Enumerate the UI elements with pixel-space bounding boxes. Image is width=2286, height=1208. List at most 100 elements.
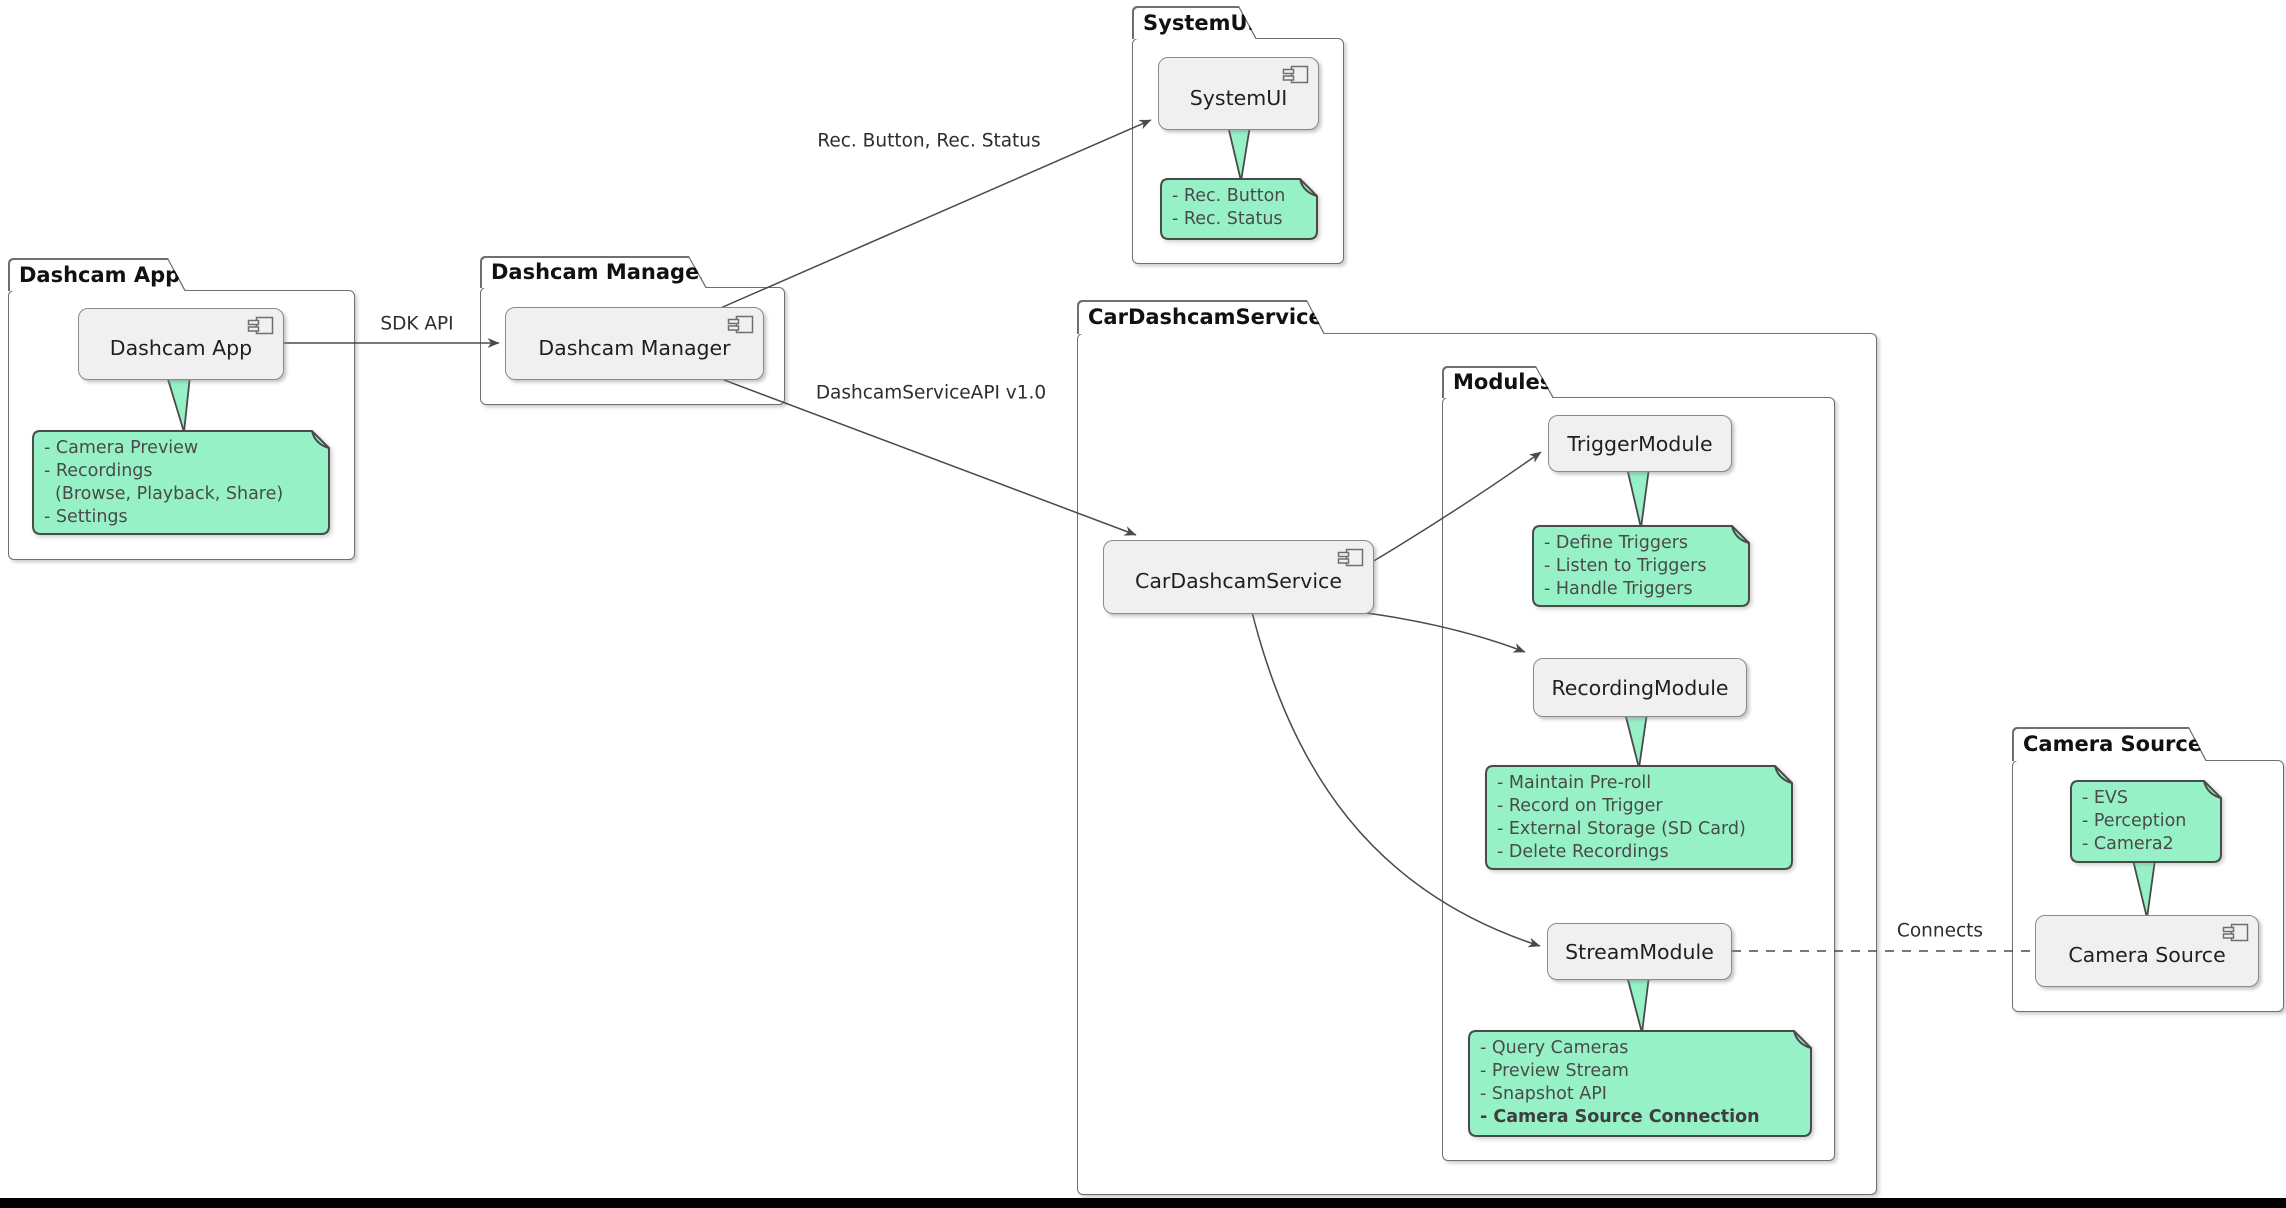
package-tab-systemui: SystemUI [1132, 6, 1257, 39]
component-trigger-module: TriggerModule [1548, 415, 1732, 472]
component-label: CarDashcamService [1135, 569, 1342, 593]
note-line: - Define Triggers [1544, 533, 1689, 553]
component-car-dashcam-service: CarDashcamService [1103, 540, 1374, 614]
note-line: - Query Cameras [1480, 1038, 1629, 1058]
package-title-dashcam-manager: Dashcam Manager [491, 260, 710, 284]
note-shape [1468, 1030, 1812, 1137]
note-stream-module: - Query Cameras - Preview Stream - Snaps… [1468, 1030, 1812, 1137]
note-line: - Handle Triggers [1544, 579, 1693, 599]
component-dashcam-manager: Dashcam Manager [505, 307, 764, 380]
package-tab-fill [1444, 368, 1553, 399]
note-shape [2070, 780, 2222, 863]
note-fold-icon [1793, 1030, 1812, 1049]
note-camera-source: - EVS - Perception - Camera2 [2070, 780, 2222, 863]
package-tab-fill [2014, 729, 2206, 762]
package-title-modules: Modules [1453, 370, 1553, 394]
note-line: - Perception [2082, 811, 2187, 831]
note-fold-icon [1299, 178, 1318, 197]
package-tab-fill [1079, 302, 1324, 335]
edge-label-sdk-api: SDK API [380, 313, 454, 335]
package-tab-dashcam-app: Dashcam App [8, 258, 186, 291]
component-stream-module: StreamModule [1547, 923, 1732, 980]
note-line: - EVS [2082, 788, 2129, 808]
arrow-manager-to-service [723, 379, 1137, 536]
component-recording-module: RecordingModule [1533, 658, 1747, 717]
component-systemui: SystemUI [1158, 57, 1319, 130]
component-label: TriggerModule [1567, 431, 1713, 456]
component-icon [2222, 923, 2249, 942]
note-line: - Snapshot API [1480, 1084, 1607, 1104]
note-fold-icon [311, 430, 330, 449]
note-text: - Define Triggers - Listen to Triggers -… [1532, 525, 1750, 607]
note-fold-icon [2203, 780, 2222, 799]
package-tab-car-dashcam-service: CarDashcamService [1077, 300, 1325, 334]
component-dashcam-app: Dashcam App [78, 308, 284, 380]
note-line: - Record on Trigger [1497, 796, 1663, 816]
component-label: RecordingModule [1551, 675, 1729, 700]
note-line: - Listen to Triggers [1544, 556, 1707, 576]
package-title-car-dashcam-service: CarDashcamService [1088, 305, 1323, 329]
component-icon [247, 316, 274, 335]
note-line-bold: - Camera Source Connection [1480, 1107, 1760, 1127]
package-tab-fill [482, 258, 706, 289]
component-label: SystemUI [1189, 85, 1288, 110]
component-label: StreamModule [1565, 939, 1714, 964]
edge-label-rec-button-status: Rec. Button, Rec. Status [817, 130, 1041, 152]
note-line: - Recordings [44, 461, 153, 481]
connectors [282, 119, 2033, 952]
note-line: (Browse, Playback, Share) [55, 484, 284, 504]
note-line: - Camera2 [2082, 834, 2174, 854]
note-tail-recording-module [1623, 712, 1649, 769]
package-tab-dashcam-manager: Dashcam Manager [480, 256, 707, 288]
note-line: - Rec. Status [1172, 209, 1283, 229]
note-line: - Delete Recordings [1497, 842, 1669, 862]
component-label: Dashcam App [109, 336, 253, 360]
note-tail-systemui [1226, 125, 1252, 182]
note-shape [1485, 765, 1793, 870]
note-shape [1160, 178, 1318, 240]
note-text: - Query Cameras - Preview Stream - Snaps… [1468, 1030, 1812, 1137]
component-label: Camera Source [2068, 943, 2226, 967]
edge-label-dashcam-service-api: DashcamServiceAPI v1.0 [815, 382, 1047, 404]
note-tail-dashcam-app [165, 375, 192, 433]
bottom-bar [0, 1198, 2286, 1208]
edge-label-connects: Connects [1896, 920, 1984, 942]
package-tab-fill [10, 260, 185, 292]
arrow-manager-to-systemui [715, 119, 1152, 311]
note-text: - Rec. Button - Rec. Status [1160, 178, 1318, 240]
package-tab-camera-source: Camera Source [2012, 727, 2207, 761]
note-line: - Camera Preview [44, 438, 199, 458]
package-title-dashcam-app: Dashcam App [19, 262, 181, 287]
package-tab-fill [1134, 8, 1256, 40]
note-fold-icon [1774, 765, 1793, 784]
note-line: - Rec. Button [1172, 186, 1286, 206]
note-line: - External Storage (SD Card) [1497, 819, 1746, 839]
note-line: - Preview Stream [1480, 1061, 1629, 1081]
note-trigger-module: - Define Triggers - Listen to Triggers -… [1532, 525, 1750, 607]
arrow-service-to-trigger [1371, 451, 1542, 563]
note-shape [32, 430, 330, 535]
component-label: Dashcam Manager [538, 335, 731, 360]
note-line: - Maintain Pre-roll [1497, 773, 1652, 793]
note-fold-icon [1731, 525, 1750, 544]
note-dashcam-app: - Camera Preview - Recordings (Browse, P… [32, 430, 330, 535]
package-title-systemui: SystemUI [1143, 10, 1256, 35]
component-icon [727, 315, 754, 334]
note-systemui: - Rec. Button - Rec. Status [1160, 178, 1318, 240]
component-icon [1282, 65, 1309, 84]
note-text: - Maintain Pre-roll - Record on Trigger … [1485, 765, 1793, 870]
note-tail-stream-module [1625, 975, 1651, 1034]
note-text: - EVS - Perception - Camera2 [2070, 780, 2222, 863]
note-tail-camera-source [2131, 859, 2157, 919]
package-title-camera-source: Camera Source [2023, 732, 2203, 756]
component-icon [1337, 548, 1364, 567]
note-recording-module: - Maintain Pre-roll - Record on Trigger … [1485, 765, 1793, 870]
note-shape [1532, 525, 1750, 607]
arrow-service-to-recording [1358, 611, 1526, 653]
note-text: - Camera Preview - Recordings (Browse, P… [32, 430, 330, 535]
component-camera-source: Camera Source [2035, 915, 2259, 987]
package-tab-modules: Modules [1442, 366, 1554, 398]
note-line: - Settings [44, 507, 128, 527]
arrow-service-to-stream [1251, 611, 1541, 948]
